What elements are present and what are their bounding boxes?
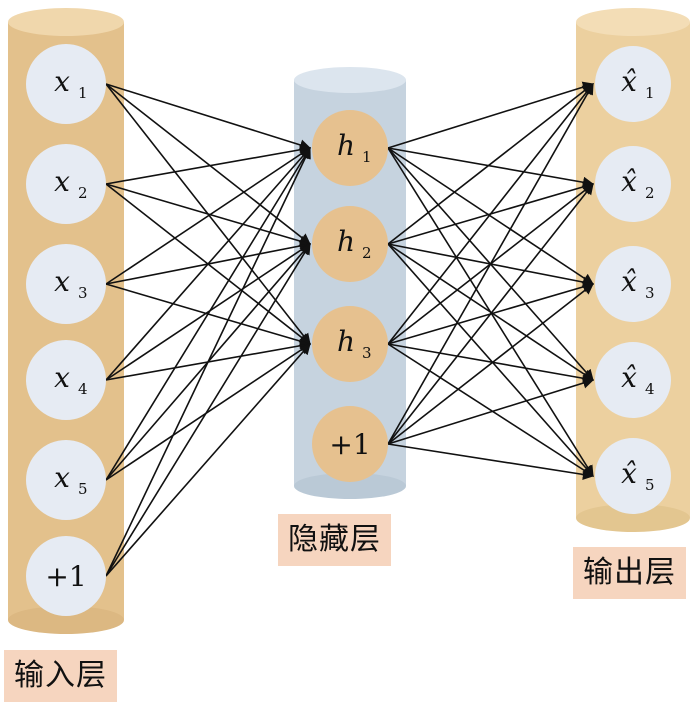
edge-h1-out2 [387,147,595,188]
edge-h3-out4 [387,343,595,384]
hidden-node-1-subscript: 1 [362,148,372,166]
edge-h4-out3 [387,283,594,445]
input-node-2-symbol: x [54,165,70,198]
output-node-4-circle [595,342,671,418]
output-node-4-subscript: 4 [645,380,655,398]
edge-h2-out1 [387,83,594,245]
edge-in3-h1 [105,147,311,285]
edge-h4-out4 [387,377,595,445]
input-node-3-subscript: 3 [78,284,88,302]
edge-h2-out5 [387,243,594,477]
output-node-1-symbol: x̂ [621,65,637,98]
hidden-node-4-label: +1 [329,428,370,461]
hidden-node-2-circle [312,206,388,282]
edge-in1-h2 [105,83,311,245]
edge-h1-out3 [387,147,594,285]
output-node-2: x̂ 2 [595,146,671,222]
hidden-node-3-subscript: 3 [362,344,372,362]
output-layer-label: 输出层 [573,547,686,599]
hidden-layer-label: 隐藏层 [278,514,391,566]
input-node-5-symbol: x [54,461,70,494]
input-node-5-circle [26,440,106,520]
edge-in5-h1 [105,147,311,481]
edge-in2-h1 [105,144,312,185]
input-node-6-label: +1 [45,560,86,593]
input-node-6: +1 [26,536,106,616]
edge-in6-h1 [105,146,311,577]
hidden-node-4: +1 [312,406,388,482]
output-node-2-symbol: x̂ [621,165,637,198]
input-node-1-subscript: 1 [78,84,88,102]
output-node-5-symbol: x̂ [621,457,637,490]
edge-in1-h1 [105,83,312,151]
output-node-1-subscript: 1 [645,84,655,102]
input-node-3-symbol: x [54,265,70,298]
edge-h4-out2 [387,183,594,445]
input-node-4-subscript: 4 [78,380,88,398]
input-node-3-circle [26,244,106,324]
edge-in4-h1 [105,147,311,381]
hidden-node-3-symbol: h [337,325,355,358]
output-node-3-symbol: x̂ [621,265,637,298]
edge-in2-h2 [105,183,312,247]
output-node-4: x̂ 4 [595,342,671,418]
output-node-3-circle [595,246,671,322]
hidden-node-2-symbol: h [337,225,355,258]
edge-h4-out5 [387,443,595,480]
output-node-5-circle [595,438,671,514]
hidden-node-2-subscript: 2 [362,244,372,262]
input-node-6-circle [26,536,106,616]
edge-h1-out1 [387,81,595,149]
hidden-node-3-circle [312,306,388,382]
input-node-5-subscript: 5 [78,480,88,498]
output-node-3: x̂ 3 [595,246,671,322]
input-node-4-circle [26,340,106,420]
output-node-3-subscript: 3 [645,284,655,302]
edge-h4-out1 [387,83,594,445]
output-node-4-symbol: x̂ [621,361,637,394]
edge-in5-h3 [105,343,311,481]
output-node-2-subscript: 2 [645,184,655,202]
input-layer-label: 输入层 [4,650,117,702]
edge-in6-h3 [105,343,311,577]
output-node-5-subscript: 5 [645,476,655,494]
hidden-node-4-circle [312,406,388,482]
output-node-1: x̂ 1 [595,46,671,122]
edge-h2-out4 [387,243,594,381]
output-node-5: x̂ 5 [595,438,671,514]
edge-in6-h2 [105,243,311,577]
hidden-node-1-circle [312,110,388,186]
input-node-4-symbol: x [54,361,70,394]
connection-arrows [105,81,595,577]
input-node-1-symbol: x [54,65,70,98]
edge-h3-out5 [387,343,594,477]
input-node-2-subscript: 2 [78,184,88,202]
output-node-2-circle [595,146,671,222]
hidden-node-1-symbol: h [337,129,355,162]
edge-in4-h2 [105,243,311,381]
input-node-2-circle [26,144,106,224]
input-node-1-circle [26,44,106,124]
output-node-1-circle [595,46,671,122]
edge-h3-out1 [387,83,594,345]
